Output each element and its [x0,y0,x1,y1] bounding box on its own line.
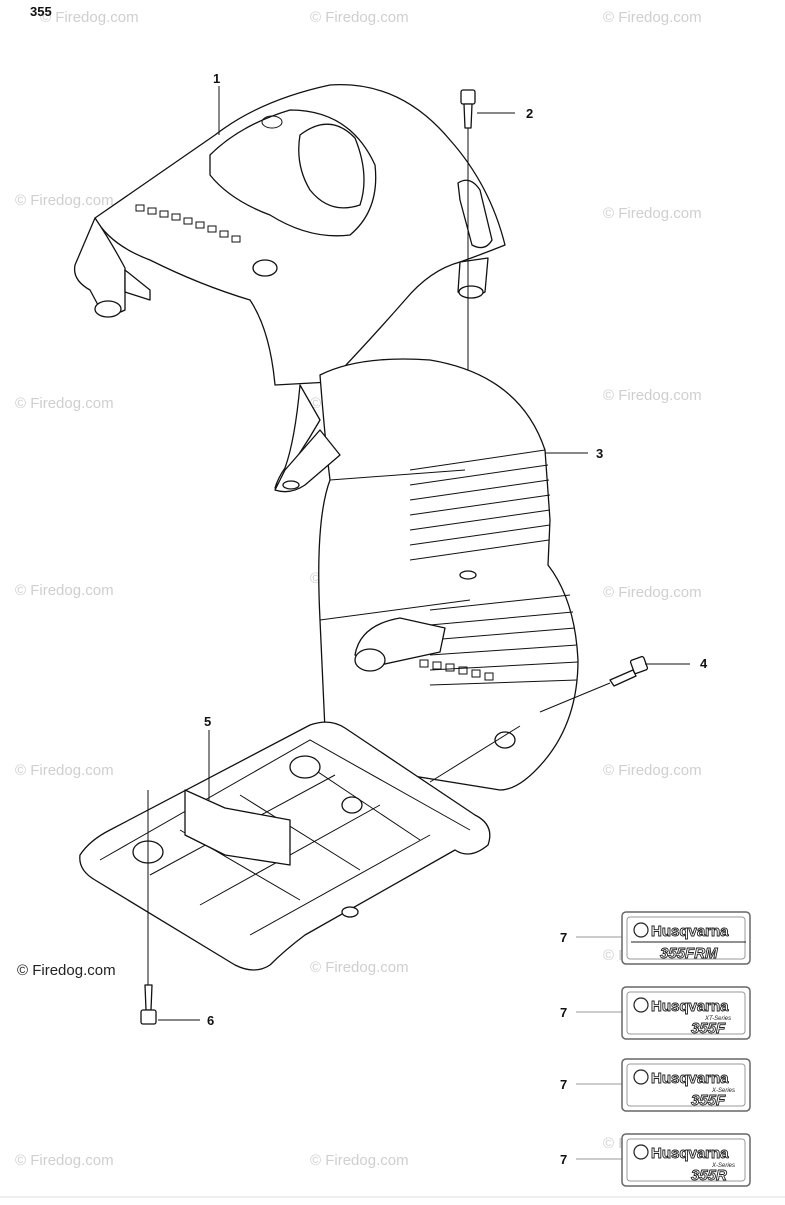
decal-model: 355R [691,1167,727,1184]
callout-2: 2 [526,106,533,121]
husqvarna-logo-icon [633,997,649,1013]
husqvarna-logo-icon [633,1069,649,1085]
leader-lines [158,86,690,1160]
callout-7: 7 [560,1152,567,1167]
watermark: © Firedog.com [310,959,409,976]
watermark: © Firedog.com [40,9,139,26]
callout-3: 3 [596,446,603,461]
decal-brand: Husqvarna [651,998,729,1015]
callout-labels: 1 2 3 4 5 6 7 7 7 7 [204,71,708,1167]
watermark: © Firedog.com [603,9,702,26]
decal-series: XT-Series [704,1016,731,1022]
decal-model: 355FRM [660,945,718,962]
watermark: © Firedog.com [15,192,114,209]
decal-model: 355F [691,1020,726,1037]
decal-brand: Husqvarna [651,923,729,940]
watermark: © Firedog.com [310,9,409,26]
decal-355f-x: Husqvarna X-Series 355F [621,1058,751,1112]
watermark: © Firedog.com [15,762,114,779]
decal-brand: Husqvarna [651,1070,729,1087]
callout-7: 7 [560,930,567,945]
watermark: © Firedog.com [310,1152,409,1169]
part-6-screw [140,790,157,1025]
decal-355frm: Husqvarna 355FRM [621,911,751,965]
husqvarna-logo-icon [633,1144,649,1160]
part-4-screw [609,655,649,687]
decal-model: 355F [691,1092,726,1109]
shroud-fins [409,449,579,686]
decal-355f-xt: Husqvarna XT-Series 355F [621,986,751,1040]
watermark: © Firedog.com [15,1152,114,1169]
watermark: © Firedog.com [603,387,702,404]
decal-brand: Husqvarna [651,1145,729,1162]
watermark: © Firedog.com [603,584,702,601]
watermark: © Firedog.com [15,395,114,412]
callout-7: 7 [560,1077,567,1092]
decal-series: X-Series [711,1163,735,1169]
husqvarna-logo-icon [633,922,649,938]
watermark: © Firedog.com [603,205,702,222]
part-3-cylinder-shroud [274,358,579,791]
page-number: 355 [30,4,52,19]
callout-6: 6 [207,1013,214,1028]
decal-355r-x: Husqvarna X-Series 355R [621,1133,751,1187]
part-5-bottom-cover [79,721,491,971]
watermark: © Firedog.com [15,582,114,599]
callout-7: 7 [560,1005,567,1020]
copyright-credit: © Firedog.com [17,962,116,979]
watermark: © Firedog.com [603,762,702,779]
shroud-window-row [419,659,494,681]
decal-series: X-Series [711,1088,735,1094]
callout-5: 5 [204,714,211,729]
vent-slot-row [135,204,241,243]
callout-1: 1 [213,71,220,86]
callout-4: 4 [700,656,708,671]
part-1-top-cover [73,83,506,386]
